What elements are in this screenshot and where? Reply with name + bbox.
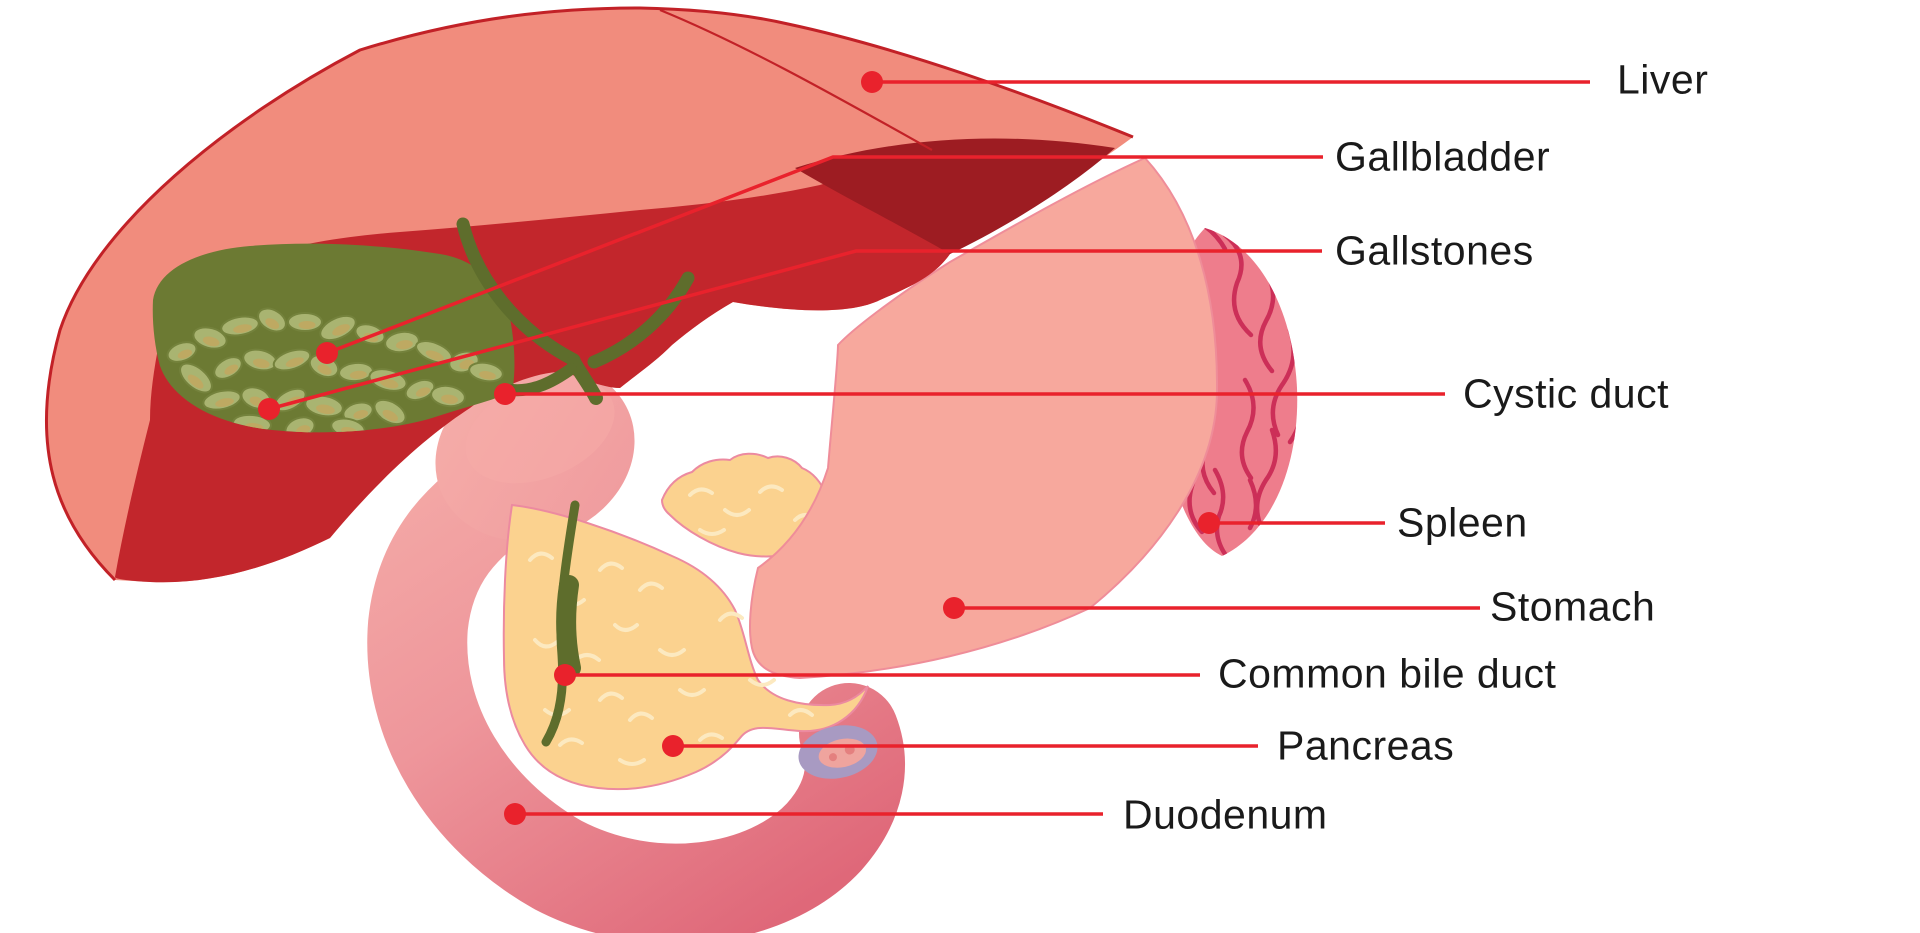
gallbladder-shape: [152, 243, 515, 433]
marker-dot-gallbladder: [316, 342, 338, 364]
marker-dot-cystic: [494, 383, 516, 405]
marker-dot-liver: [861, 71, 883, 93]
stomach-shape: [749, 156, 1219, 680]
marker-dot-pancreas: [662, 735, 684, 757]
marker-dot-spleen: [1198, 512, 1220, 534]
label-gallbladder: Gallbladder: [1335, 133, 1551, 180]
leader-lines: [258, 71, 1590, 825]
marker-dot-cbd: [554, 664, 576, 686]
marker-dot-gallstones: [258, 398, 280, 420]
label-cystic-duct: Cystic duct: [1463, 370, 1669, 417]
common-bile-duct-shape: [541, 500, 581, 747]
pancreas-tail-shape: [660, 452, 829, 558]
cystic-duct-shape: [506, 363, 577, 397]
liver-fissure-line: [659, 8, 933, 151]
liver-shadow-shape: [795, 138, 1115, 254]
label-stomach: Stomach: [1490, 583, 1656, 630]
label-spleen: Spleen: [1397, 499, 1528, 546]
marker-dot-duodenum: [504, 803, 526, 825]
label-pancreas: Pancreas: [1277, 722, 1455, 769]
label-gallstones: Gallstones: [1335, 227, 1534, 274]
pancreas-head-shape: [502, 503, 869, 791]
hepatic-ducts-shape: [456, 217, 695, 405]
marker-dot-stomach: [943, 597, 965, 619]
label-liver: Liver: [1617, 56, 1709, 103]
label-common-bile-duct: Common bile duct: [1218, 650, 1557, 697]
label-duodenum: Duodenum: [1123, 791, 1328, 838]
